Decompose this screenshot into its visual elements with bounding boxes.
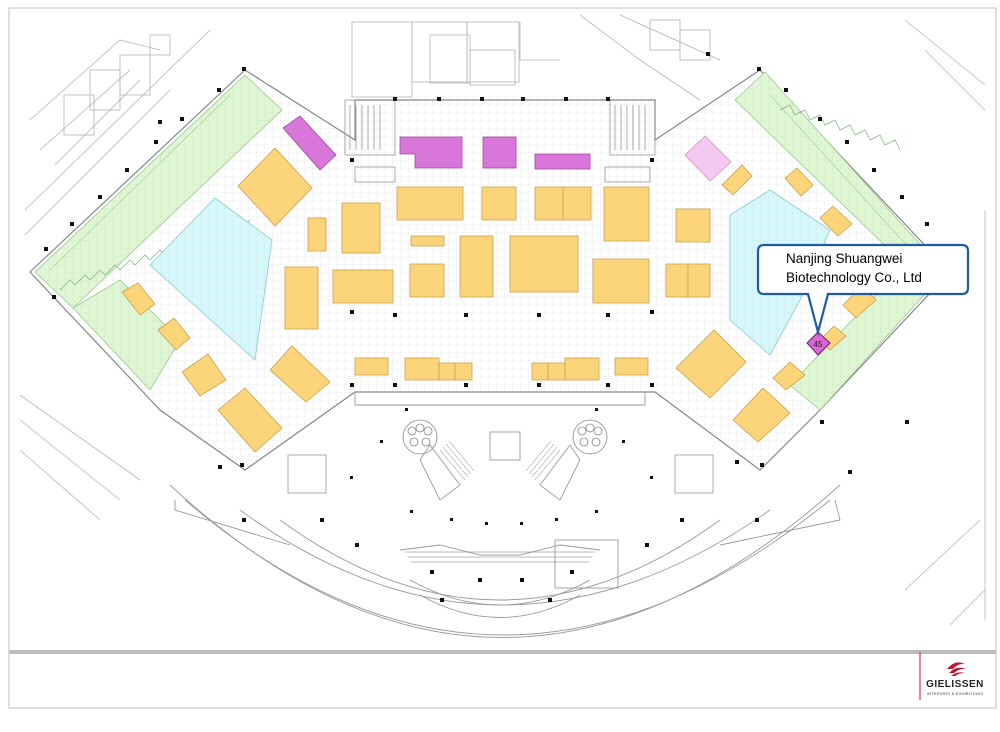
booth (354, 357, 389, 376)
feature-booth (399, 136, 463, 169)
logo-name: GIELISSEN (926, 679, 984, 690)
booth (564, 357, 600, 381)
booth (269, 345, 331, 403)
rotunda-features (402, 419, 608, 455)
feature-booth (534, 153, 591, 170)
booth (531, 362, 549, 381)
booth (409, 263, 445, 298)
booth (534, 186, 564, 221)
booth (217, 387, 283, 453)
booth (237, 147, 313, 227)
booth (332, 269, 394, 304)
booth-number: 45 (814, 340, 823, 349)
booth (284, 266, 319, 330)
booth (307, 217, 327, 252)
booths (121, 147, 877, 453)
feature-booth (282, 115, 337, 171)
gielissen-logo: GIELISSEN INTERIORS & EXHIBITIONS (920, 655, 990, 705)
booth (438, 362, 456, 381)
booth (459, 235, 494, 298)
service-blocks (287, 99, 714, 494)
columns (44, 52, 949, 602)
booth (614, 357, 649, 376)
exhibitor-callout: Nanjing Shuangwei Biotechnology Co., Ltd (786, 249, 966, 287)
booth (592, 258, 650, 304)
left-green-zone (34, 74, 283, 309)
exhibitor-name-line2: Biotechnology Co., Ltd (786, 270, 922, 285)
booth (404, 357, 440, 381)
highlighted-booth-45 (806, 331, 831, 356)
booth (665, 263, 689, 298)
building-context (19, 14, 986, 626)
entrance-arcs (169, 392, 841, 638)
booth (454, 362, 473, 381)
booth (396, 186, 464, 221)
booth (819, 205, 853, 237)
booth (410, 235, 445, 247)
logo-mark-icon (947, 662, 966, 676)
stairs-center (405, 440, 595, 563)
booth (784, 167, 814, 197)
feature-booths (282, 115, 591, 171)
exhibitor-name-line1: Nanjing Shuangwei (786, 251, 903, 266)
booth (121, 282, 156, 316)
booth (481, 186, 517, 221)
booth (772, 361, 806, 391)
booth (687, 263, 711, 298)
feature-booth (482, 136, 517, 169)
booth (721, 164, 753, 196)
booth (675, 208, 711, 243)
booth (157, 317, 191, 351)
booth (675, 329, 747, 399)
booth (341, 202, 381, 254)
booth (732, 387, 791, 443)
booth (547, 362, 566, 381)
booth (509, 235, 579, 293)
booth (181, 353, 227, 397)
page-border (8, 7, 997, 709)
feature-booth-light (684, 135, 732, 182)
logo-tagline: INTERIORS & EXHIBITIONS (926, 691, 984, 696)
left-lounge (149, 197, 273, 361)
booth (603, 186, 650, 242)
booth (562, 186, 592, 221)
callout-bubble (756, 243, 970, 337)
right-stair-lines (779, 104, 901, 151)
